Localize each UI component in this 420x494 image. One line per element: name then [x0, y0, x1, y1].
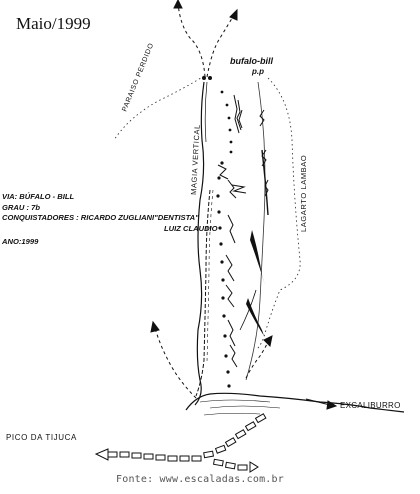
cliff-outline-left: [194, 81, 205, 406]
label-paraiso-perdido: PARAISO PERDIDO: [121, 42, 155, 113]
label-route-name: bufalo-bill: [230, 56, 273, 66]
route-line-bufalo-bill: [245, 81, 266, 381]
source-credit: Fonte: www.escaladas.com.br: [116, 474, 284, 485]
info-via: VIA: BÚFALO - BILL: [2, 192, 75, 201]
access-trail: [94, 413, 267, 473]
exit-arrow-left: [150, 320, 197, 399]
label-magia-vertical: MAGIA VERTICAL: [189, 124, 202, 195]
label-belay-mark: p.p: [251, 67, 264, 76]
exit-arrow-top-right: [206, 8, 238, 78]
route-line-lagarto-lambao: [255, 77, 301, 351]
info-conquistadores: CONQUISTADORES : RICARDO ZUGLIANI"DENTIS…: [2, 213, 199, 222]
label-lagarto-lambao: LAGARTO LAMBAO: [299, 155, 308, 232]
exit-arrow-excaliburro: [305, 398, 338, 410]
crack-dark-lower: [246, 298, 264, 336]
route-bolts-bufalo-bill: [202, 76, 233, 388]
exit-arrow-top: [173, 0, 206, 78]
exit-arrow-right: [245, 335, 273, 379]
label-excaliburro: EXCALIBURRO: [340, 401, 401, 410]
route-line-magia-vertical: [195, 189, 211, 397]
info-ano: ANO:1999: [2, 237, 39, 246]
route-info-block: VIA: BÚFALO - BILL GRAU : 7b CONQUISTADO…: [2, 192, 218, 248]
cliff-base: [185, 392, 405, 413]
label-pico-da-tijuca: PICO DA TIJUCA: [6, 433, 77, 442]
topo-date: Maio/1999: [16, 14, 91, 33]
info-conquistadores-2: LUIZ CLAUDIO: [164, 223, 218, 233]
info-grau: GRAU : 7b: [2, 202, 40, 212]
rock-features: [217, 94, 269, 368]
route-line-paraiso-perdido: [113, 75, 205, 141]
crack-dark-upper: [250, 230, 265, 285]
